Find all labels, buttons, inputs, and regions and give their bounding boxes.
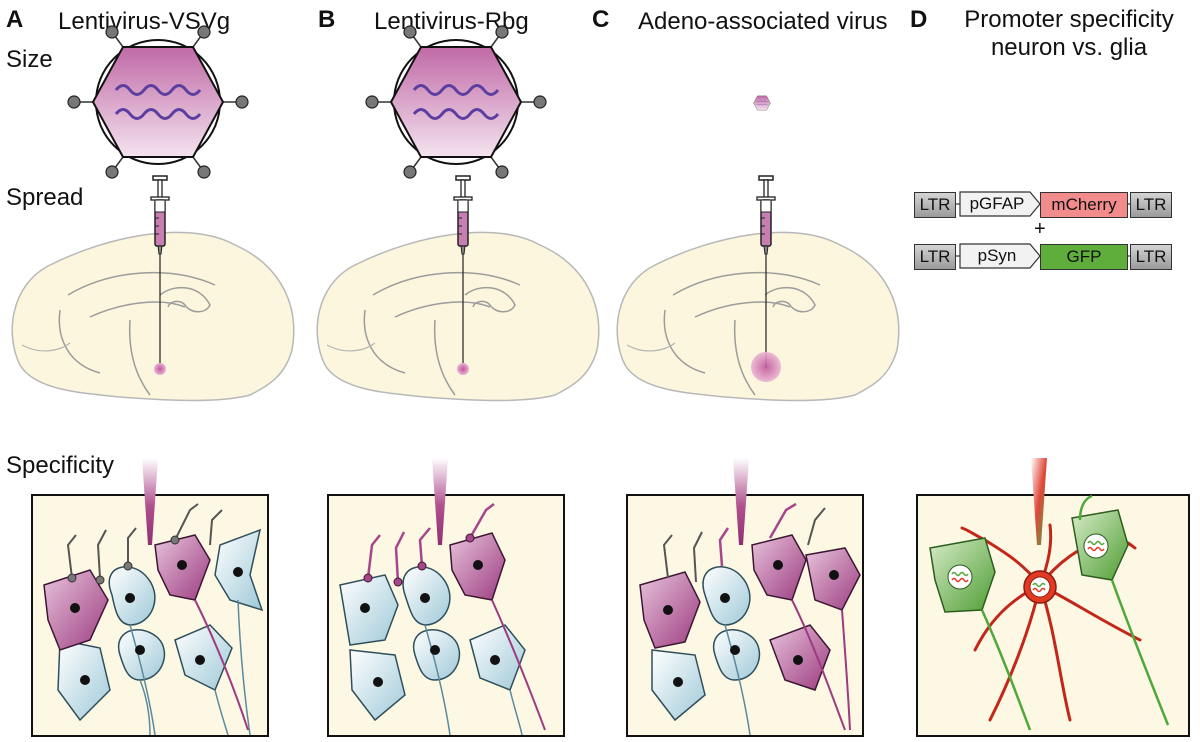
construct2-reporter: GFP [1040,244,1128,270]
construct1-promoter: pGFAP [969,194,1025,213]
virus-aav [753,95,771,111]
injection-spot-a [154,363,166,375]
panel-letter-b: B [318,6,336,33]
construct1-ltr-left: LTR [914,192,956,218]
construct-plus: + [1034,218,1046,240]
panel-title-d-line1: Promoter specificity [964,6,1174,33]
injection-spot-b [457,363,469,375]
brain-b [316,231,600,402]
specificity-box-a [31,458,269,737]
virus-lentivirus-vsvg [67,25,249,179]
brain-a [11,231,295,402]
row-label-size: Size [6,46,53,73]
specificity-box-b [327,458,565,737]
construct1-reporter: mCherry [1040,192,1128,218]
panel-letter-c: C [592,6,610,33]
panel-letter-d: D [910,6,928,33]
row-label-specificity: Specificity [6,452,115,479]
construct2-ltr-right: LTR [1130,244,1172,270]
specificity-box-c [626,458,864,737]
row-label-spread: Spread [6,184,84,211]
construct2-promoter: pSyn [977,246,1017,265]
panel-title-c: Adeno-associated virus [638,8,888,35]
specificity-box-d [916,458,1190,737]
panel-title-d: Promoter specificity neuron vs. glia [938,6,1200,62]
virus-lentivirus-rbg [365,25,547,179]
panel-letter-a: A [6,6,24,33]
injection-spot-c [751,352,781,382]
panel-title-d-line2: neuron vs. glia [990,34,1148,61]
construct1-ltr-right: LTR [1130,192,1172,218]
construct2-ltr-left: LTR [914,244,956,270]
